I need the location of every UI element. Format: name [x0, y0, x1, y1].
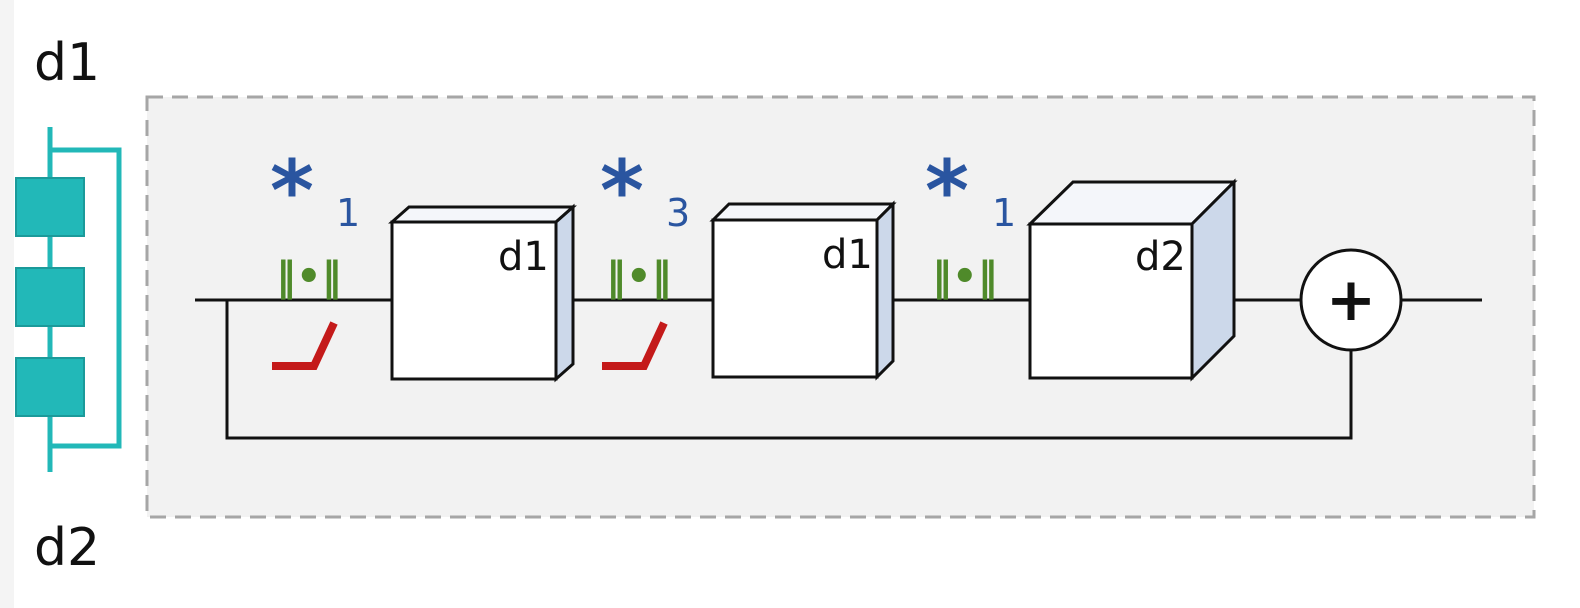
kernel-size-label: 1: [336, 191, 360, 235]
feature-block-2: d1: [709, 200, 897, 381]
left-edge-strip: [0, 0, 14, 608]
signal-path: [195, 298, 1482, 440]
top-dimension-label: d1: [34, 33, 100, 93]
block-dimension-label: d1: [822, 232, 873, 278]
convolution-symbol: *: [600, 142, 644, 240]
kernel-size-label: 3: [666, 191, 690, 235]
normalization-symbol: ‖•‖: [606, 254, 672, 301]
adder-circle: [1299, 248, 1403, 352]
block-dimension-label: d1: [498, 234, 549, 280]
feature-block-3: d2: [1026, 178, 1238, 382]
block-top-face: [388, 205, 577, 224]
op-group-3: * 1 ‖•‖: [925, 142, 1016, 301]
normalization-symbol: ‖•‖: [932, 254, 998, 301]
block-dimension-label: d2: [1135, 234, 1186, 280]
convolution-symbol: *: [270, 142, 314, 240]
icon-layer-1: [15, 177, 85, 237]
block-top-face: [709, 202, 897, 222]
block-side-face: [554, 203, 575, 383]
plus-icon: +: [1326, 265, 1376, 335]
relu-icon: [602, 321, 668, 370]
convolution-symbol: *: [925, 142, 969, 240]
normalization-symbol: ‖•‖: [276, 254, 342, 301]
block-front-face: [711, 218, 879, 379]
icon-skip-line: [50, 147, 122, 449]
icon-layer-3: [15, 357, 85, 417]
op-group-1: * 1 ‖•‖: [270, 142, 360, 370]
bottom-dimension-label: d2: [34, 518, 100, 578]
skip-connection: [225, 300, 1353, 440]
relu-icon: [272, 321, 338, 370]
kernel-size-label: 1: [992, 191, 1016, 235]
feature-block-1: d1: [388, 203, 577, 383]
block-side-face: [875, 200, 895, 381]
block-front-face: [1028, 222, 1194, 380]
residual-block-icon: [15, 127, 122, 472]
op-group-2: * 3 ‖•‖: [600, 142, 690, 370]
block-front-face: [390, 220, 558, 381]
addition-node: +: [1299, 248, 1403, 352]
icon-layer-2: [15, 267, 85, 327]
